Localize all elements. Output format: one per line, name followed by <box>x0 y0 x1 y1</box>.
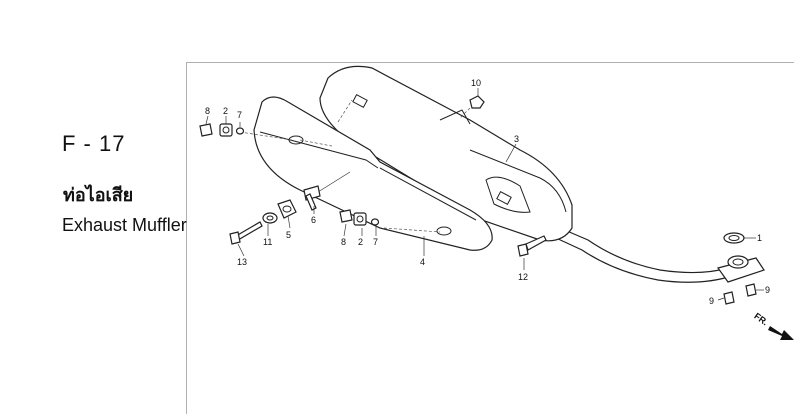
hardware-left-cluster <box>229 185 321 245</box>
callout-4: 4 <box>420 257 425 267</box>
muffler-body <box>319 65 573 242</box>
hardware-bolt-12 <box>517 235 547 257</box>
callout-3: 3 <box>514 134 519 144</box>
callout-10: 10 <box>471 78 481 88</box>
figure-title-thai: ท่อไอเสีย <box>63 185 134 206</box>
figure-title-english: Exhaust Muffler <box>62 215 187 235</box>
front-direction-marker: FR. <box>752 311 794 340</box>
callout-7-upper: 7 <box>237 110 242 120</box>
callout-2-upper: 2 <box>223 106 228 116</box>
figure-code: F - 17 <box>62 131 126 156</box>
hardware-flange-nuts <box>723 283 757 305</box>
muffler-protector <box>253 96 493 251</box>
exhaust-gasket <box>723 232 745 244</box>
callout-2-lower: 2 <box>358 237 363 247</box>
assembly-lines <box>239 99 471 233</box>
front-direction-label: FR. <box>752 311 770 328</box>
diagram-frame <box>186 62 794 414</box>
callout-6: 6 <box>311 215 316 225</box>
front-direction-arrow-icon <box>768 326 794 340</box>
hardware-upper-left <box>199 123 245 137</box>
exhaust-flange <box>717 255 765 283</box>
callout-9-left: 9 <box>709 296 714 306</box>
callout-1: 1 <box>757 233 762 243</box>
callout-5: 5 <box>286 230 291 240</box>
hardware-middle <box>339 209 380 226</box>
hardware-nut-top <box>469 95 485 109</box>
exhaust-pipe <box>555 227 745 283</box>
callout-13: 13 <box>237 257 247 267</box>
leader-lines <box>205 88 764 301</box>
callout-11: 11 <box>263 237 272 247</box>
callout-12: 12 <box>518 272 528 282</box>
callout-7-lower: 7 <box>373 237 378 247</box>
callout-8-lower: 8 <box>341 237 346 247</box>
callout-9-right: 9 <box>765 285 770 295</box>
callout-8-upper: 8 <box>205 106 210 116</box>
